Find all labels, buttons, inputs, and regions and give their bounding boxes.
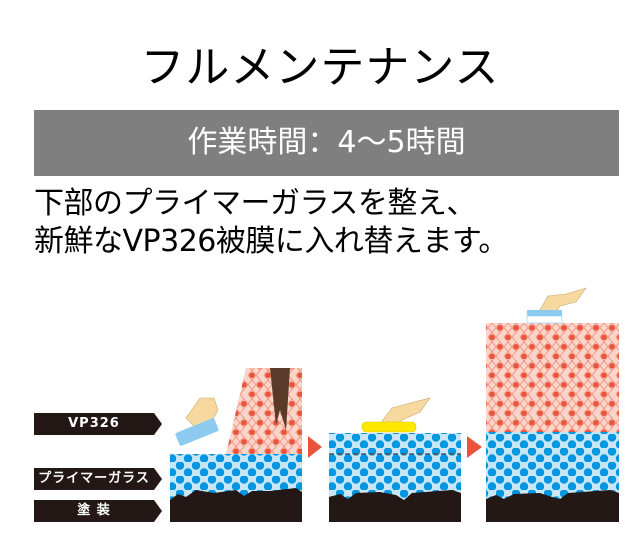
- work-time-banner: 作業時間：4〜5時間: [34, 110, 619, 176]
- hand-with-squeegee-icon: [175, 397, 219, 446]
- panel-after: [486, 287, 619, 522]
- step-arrow-icon: [467, 436, 482, 458]
- panel-polish: [329, 397, 461, 522]
- page-title: フルメンテナンス: [140, 42, 500, 93]
- label-primer-glass: プライマーガラス: [34, 468, 162, 490]
- label-paint: 塗 装: [34, 500, 162, 522]
- hand-with-sponge-icon: [361, 397, 431, 433]
- dirt-streak: [270, 368, 290, 430]
- step-arrow-icon: [308, 436, 322, 458]
- hand-with-applicator-icon: [526, 287, 587, 324]
- description-line-1: 下部のプライマーガラスを整え、: [34, 186, 476, 221]
- panel-before: [170, 368, 302, 522]
- description-line-2: 新鮮なVP326被膜に入れ替えます。: [34, 224, 508, 259]
- label-vp326: VP326: [34, 413, 162, 435]
